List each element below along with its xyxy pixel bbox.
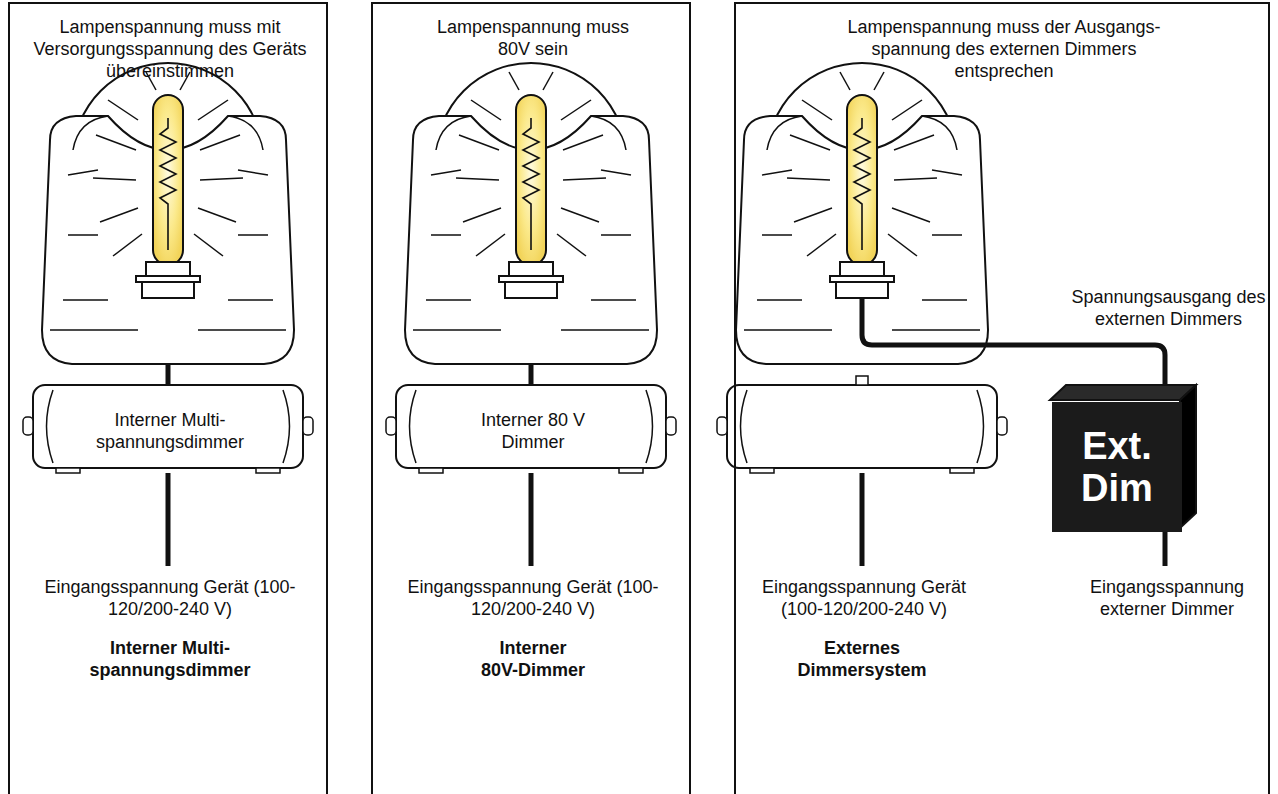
dimmer-module: Interner 80 V Dimmer bbox=[401, 392, 665, 469]
module-label: Interner Multi- spannungsdimmer bbox=[50, 409, 290, 453]
dimmer-option-panel: Lampenspannung muss mit Versorgungsspann… bbox=[8, 2, 328, 794]
requirement-note: Lampenspannung muss 80V sein bbox=[433, 16, 633, 60]
dimmer-module: Interner Multi- spannungsdimmer bbox=[38, 392, 302, 469]
callout-label: Spannungsausgang des externen Dimmers bbox=[1066, 286, 1271, 330]
option-title: Externes Dimmersystem bbox=[782, 637, 942, 681]
option-title: Interner Multi- spannungsdimmer bbox=[80, 637, 260, 681]
input-voltage-label: Eingangsspannung Gerät (100-120/200-240 … bbox=[744, 576, 984, 620]
dimmer-option-panel: Lampenspannung muss 80V seinEingangsspan… bbox=[371, 2, 691, 794]
option-title: Interner 80V-Dimmer bbox=[479, 637, 587, 681]
dimmer-option-panel: Lampenspannung muss der Ausgangs- spannu… bbox=[734, 2, 1270, 794]
external-dimmer-box: Ext. Dim bbox=[1052, 402, 1182, 532]
module-label: Interner 80 V Dimmer bbox=[463, 409, 603, 453]
input-voltage-label: Eingangsspannung Gerät (100-120/200-240 … bbox=[383, 576, 683, 620]
input-voltage-label: Eingangsspannung Gerät (100-120/200-240 … bbox=[20, 576, 320, 620]
module-label: Ext. Dim bbox=[1062, 425, 1172, 509]
requirement-note: Lampenspannung muss der Ausgangs- spannu… bbox=[839, 16, 1169, 82]
callout-label: Eingangsspannung externer Dimmer bbox=[1072, 576, 1262, 620]
requirement-note: Lampenspannung muss mit Versorgungsspann… bbox=[25, 16, 315, 82]
